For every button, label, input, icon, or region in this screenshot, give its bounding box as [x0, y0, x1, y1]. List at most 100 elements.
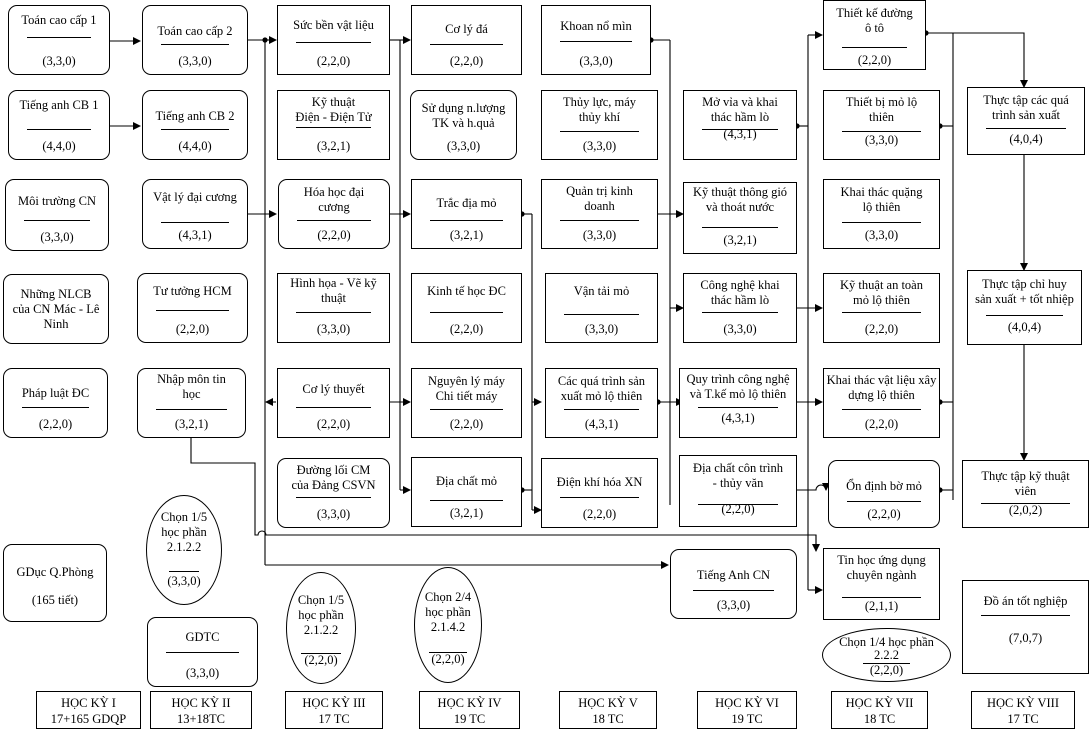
course-title: Pháp luật ĐC — [21, 386, 90, 400]
course-title: Quản trị kinh doanh — [566, 184, 633, 213]
course-title: Kinh tế học ĐC — [427, 284, 506, 298]
course-title: Địa chất côn trình - thủy văn — [693, 461, 783, 490]
course-title: Nguyên lý máy Chi tiết máy — [427, 374, 506, 403]
course-do-an-tot-nghiep[interactable]: Đồ án tốt nghiệp (7,0,7) — [962, 580, 1089, 674]
course-ky-thuat-dien-dien-tu[interactable]: Kỹ thuật Điện - Điện Tử (3,2,1) — [277, 90, 390, 160]
course-chon-2-4-sem4[interactable]: Chọn 2/4 học phần 2.1.4.2 (2,2,0) — [414, 567, 482, 683]
course-credits: (2,2,0) — [304, 653, 338, 667]
course-toan-cao-cap-1[interactable]: Toán cao cấp 1 (3,3,0) — [8, 5, 110, 75]
course-title: Tiếng Anh CN — [696, 568, 771, 582]
course-credits: (7,0,7) — [1008, 631, 1043, 645]
course-thuc-tap-ky-thuat-vien[interactable]: Thực tập kỹ thuật viên (2,0,2) — [962, 460, 1089, 528]
course-hinh-hoa-ve-ky-thuat[interactable]: Hình họa - Vẽ kỹ thuật (3,3,0) — [277, 273, 390, 343]
course-ky-thuat-thong-gio[interactable]: Kỹ thuật thông gió và thoát nước (3,2,1) — [683, 182, 797, 254]
course-title: Hình họa - Vẽ kỹ thuật — [290, 276, 377, 305]
semester-label-4: HỌC KỲ IV 19 TC — [419, 691, 520, 729]
course-hoa-hoc-dai-cuong[interactable]: Hóa học đại cương (2,2,0) — [278, 179, 390, 249]
course-credits: (3,3,0) — [582, 228, 617, 242]
course-khai-thac-quang-lo-thien[interactable]: Khai thác quặng lộ thiên (3,3,0) — [823, 179, 940, 249]
course-khai-thac-vlxd[interactable]: Khai thác vật liệu xây dựng lộ thiên (2,… — [823, 368, 940, 438]
course-title: Kỹ thuật Điện - Điện Tử — [295, 95, 372, 124]
course-credits: (4,3,1) — [721, 411, 755, 425]
course-title: Tư tưởng HCM — [153, 284, 232, 298]
course-cong-nghe-khai-thac-ham-lo[interactable]: Công nghệ khai thác hầm lò (3,3,0) — [683, 273, 797, 343]
course-chon-1-5-sem2[interactable]: Chọn 1/5 học phần 2.1.2.2 (3,3,0) — [146, 495, 222, 605]
course-thuy-luc-may-thuy-khi[interactable]: Thủy lực, máy thủy khí (3,3,0) — [541, 90, 658, 160]
course-suc-ben-vat-lieu[interactable]: Sức bền vật liệu (2,2,0) — [277, 5, 390, 75]
course-credits: (2,1,1) — [864, 599, 899, 613]
course-credits: (3,3,0) — [42, 54, 76, 68]
course-su-dung-nang-luong[interactable]: Sử dụng n.lượng TK và h.quả (3,3,0) — [410, 90, 517, 160]
course-phap-luat-dc[interactable]: Pháp luật ĐC (2,2,0) — [3, 368, 108, 438]
course-tin-hoc-ung-dung[interactable]: Tin học ứng dụng chuyên ngành (2,1,1) — [823, 548, 940, 620]
semester-name: HỌC KỲ VI — [715, 696, 779, 710]
course-toan-cao-cap-2[interactable]: Toán cao cấp 2 (3,3,0) — [142, 5, 248, 75]
semester-name: HỌC KỲ IV — [437, 696, 502, 710]
course-title: Chọn 2/4 học phần 2.1.4.2 — [424, 590, 472, 634]
course-credits: (3,3,0) — [864, 228, 899, 242]
course-nhap-mon-tin-hoc[interactable]: Nhập môn tin học (3,2,1) — [137, 368, 246, 438]
course-dien-khi-hoa-xn[interactable]: Điện khí hóa XN (2,2,0) — [541, 458, 658, 528]
semester-credits: 19 TC — [453, 712, 486, 726]
course-credits: (3,3,0) — [167, 574, 201, 588]
course-title: Công nghệ khai thác hầm lò — [700, 278, 780, 307]
course-gdtc[interactable]: GDTC (3,3,0) — [147, 617, 258, 687]
course-credits: (3,3,0) — [584, 322, 619, 336]
course-kinh-te-hoc-dc[interactable]: Kinh tế học ĐC (2,2,0) — [411, 273, 522, 343]
course-dia-chat-mo[interactable]: Địa chất mỏ (3,2,1) — [411, 457, 522, 527]
semester-credits: 18 TC — [592, 712, 624, 726]
course-title: Thiết kế đường ô tô — [836, 6, 913, 35]
course-credits: (3,3,0) — [316, 322, 351, 336]
course-title: Cơ lý đá — [445, 22, 488, 36]
course-thuc-tap-chi-huy[interactable]: Thực tập chỉ huy sản xuất + tốt nhiệp (4… — [967, 270, 1082, 345]
course-co-ly-thuyet[interactable]: Cơ lý thuyết (2,2,0) — [277, 368, 390, 438]
course-on-dinh-bo-mo[interactable]: Ổn định bờ mỏ (2,2,0) — [828, 460, 940, 528]
course-khoan-no-min[interactable]: Khoan nổ mìn (3,3,0) — [541, 5, 651, 75]
course-thiet-ke-duong-o-to[interactable]: Thiết kế đường ô tô (2,2,0) — [823, 0, 926, 70]
course-gduc-qphong[interactable]: GDục Q.Phòng (165 tiết) — [3, 544, 107, 622]
course-thiet-bi-mo-lo-thien[interactable]: Thiết bị mỏ lộ thiên (3,3,0) — [823, 90, 940, 160]
course-title: Mở vỉa và khai thác hầm lò — [702, 95, 778, 124]
course-credits: (3,3,0) — [864, 133, 899, 147]
semester-label-7: HỌC KỲ VII 18 TC — [831, 691, 928, 729]
course-title: Thiết bị mỏ lộ thiên — [845, 95, 918, 124]
course-mo-via-khai-thac-ham-lo[interactable]: Mở vỉa và khai thác hầm lò (4,3,1) — [683, 90, 797, 160]
course-cac-qua-trinh-san-xuat[interactable]: Các quá trình sản xuất mỏ lộ thiên (4,3,… — [545, 368, 658, 438]
course-tieng-anh-cn[interactable]: Tiếng Anh CN (3,3,0) — [670, 549, 797, 619]
course-credits: (2,2,0) — [431, 652, 465, 666]
course-title: Kỹ thuật an toàn mỏ lộ thiên — [840, 278, 923, 307]
course-van-tai-mo[interactable]: Vận tải mỏ (3,3,0) — [545, 273, 658, 343]
course-trac-dia-mo[interactable]: Trắc địa mỏ (3,2,1) — [411, 179, 522, 249]
course-credits: (2,2,0) — [317, 228, 351, 242]
semester-label-1: HỌC KỲ I 17+165 GDQP — [36, 691, 141, 729]
course-nhung-nlcb[interactable]: Những NLCB của CN Mác - Lê Ninh — [3, 274, 109, 344]
course-credits: (4,0,4) — [1009, 132, 1043, 146]
course-title: Thực tập chỉ huy sản xuất + tốt nhiệp — [975, 277, 1074, 306]
course-credits: (3,2,1) — [316, 139, 351, 153]
semester-label-5: HỌC KỲ V 18 TC — [559, 691, 657, 729]
course-title: Chọn 1/5 học phần 2.1.2.2 — [297, 593, 345, 637]
course-chon-1-5-sem3[interactable]: Chọn 1/5 học phần 2.1.2.2 (2,2,0) — [286, 572, 356, 684]
course-duong-loi-cm[interactable]: Đường lối CM của Đảng CSVN (3,3,0) — [277, 458, 390, 528]
course-quan-tri-kinh-doanh[interactable]: Quản trị kinh doanh (3,3,0) — [541, 179, 658, 249]
course-credits: (2,2,0) — [869, 663, 904, 677]
course-title: GDTC — [185, 630, 220, 644]
course-tieng-anh-cb-1[interactable]: Tiếng anh CB 1 (4,4,0) — [8, 90, 110, 160]
course-tu-tuong-hcm[interactable]: Tư tưởng HCM (2,2,0) — [137, 273, 248, 343]
course-title: Chọn 1/4 học phần 2.2.2 — [839, 635, 934, 662]
course-title: Chọn 1/5 học phần 2.1.2.2 — [160, 510, 208, 554]
course-quy-trinh-cong-nghe[interactable]: Quy trình công nghệ và T.kế mỏ lộ thiên … — [679, 368, 797, 438]
course-moi-truong-cn[interactable]: Môi trường CN (3,3,0) — [5, 179, 109, 251]
course-thuc-tap-qua-trinh-san-xuat[interactable]: Thực tập các quá trình sản xuất (4,0,4) — [967, 87, 1085, 155]
course-vat-ly-dai-cuong[interactable]: Vật lý đại cương (4,3,1) — [142, 179, 248, 249]
course-nguyen-ly-may[interactable]: Nguyên lý máy Chi tiết máy (2,2,0) — [411, 368, 522, 438]
course-dia-chat-cong-trinh[interactable]: Địa chất côn trình - thủy văn (2,2,0) — [679, 455, 797, 527]
semester-name: HỌC KỲ I — [61, 696, 116, 710]
course-tieng-anh-cb-2[interactable]: Tiếng anh CB 2 (4,4,0) — [142, 90, 248, 160]
course-co-ly-da[interactable]: Cơ lý đá (2,2,0) — [411, 5, 522, 75]
course-title: Vận tải mỏ — [573, 284, 630, 298]
course-chon-1-4-sem7[interactable]: Chọn 1/4 học phần 2.2.2 (2,2,0) — [822, 628, 951, 682]
course-ky-thuat-an-toan[interactable]: Kỹ thuật an toàn mỏ lộ thiên (2,2,0) — [823, 273, 940, 343]
course-title: Tin học ứng dụng chuyên ngành — [837, 553, 926, 582]
